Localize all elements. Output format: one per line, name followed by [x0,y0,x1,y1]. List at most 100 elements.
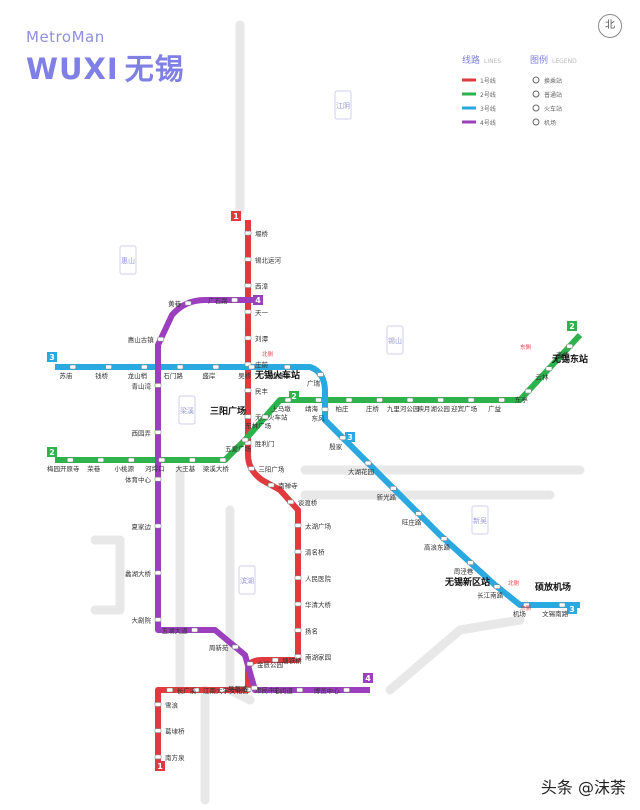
station-marker[interactable] [287,499,295,505]
station-marker[interactable] [244,283,252,288]
station-marker[interactable] [232,644,239,650]
station-marker[interactable] [294,575,302,581]
station-label: 丰润道 [273,686,293,695]
station-marker[interactable] [128,457,135,463]
station-marker[interactable] [154,754,162,760]
station-marker[interactable] [231,297,238,303]
station-marker[interactable] [244,388,252,393]
station-label: 映月湖公园 [417,404,450,413]
station-marker[interactable] [566,343,573,349]
station-marker[interactable] [343,687,350,693]
station-marker[interactable] [246,661,254,667]
metro-line-3 [55,364,580,608]
station-label: 蠡湖大桥 [125,569,152,578]
station-marker[interactable] [493,584,501,589]
station-marker[interactable] [154,476,162,482]
station-marker[interactable] [261,414,269,420]
station-marker[interactable] [523,602,530,608]
line-badge-number: 4 [255,296,261,305]
station-marker[interactable] [158,457,166,463]
station-marker[interactable] [437,397,444,403]
major-station-label: 无锡东站 [551,353,588,365]
station-marker[interactable] [176,364,184,370]
station-marker[interactable] [294,549,302,554]
station-marker[interactable] [376,397,383,403]
station-marker[interactable] [524,388,532,394]
station-marker[interactable] [294,627,302,633]
station-marker[interactable] [284,364,291,370]
station-marker[interactable] [166,687,174,693]
station-label: 文化宫 [229,686,249,695]
station-marker[interactable] [339,435,347,441]
station-label: 机场 [513,609,527,618]
station-marker[interactable] [296,687,304,693]
station-marker[interactable] [467,397,475,403]
station-label: 盛岸 [202,371,216,380]
station-marker[interactable] [212,364,220,370]
station-marker[interactable] [271,657,279,663]
station-marker[interactable] [284,397,292,403]
station-marker[interactable] [345,397,353,403]
station-label: 广瑞 [307,379,321,388]
station-marker[interactable] [315,397,322,403]
station-label: 周泾巷 [454,568,474,576]
station-marker[interactable] [364,460,372,466]
station-marker[interactable] [545,366,553,371]
station-marker[interactable] [294,523,302,528]
station-marker[interactable] [192,687,200,693]
station-label: 清名桥 [305,548,325,557]
line-badge [47,352,57,362]
station-marker[interactable] [66,457,74,463]
station-marker[interactable] [244,687,252,692]
legend-line-label: 1号线 [480,77,496,85]
station-marker[interactable] [244,335,252,341]
station-marker[interactable] [390,486,397,491]
line-badge-number: 2 [49,448,55,457]
brand-subtitle: MetroMan [26,28,105,46]
station-marker[interactable] [154,570,162,576]
station-marker[interactable] [317,372,324,377]
station-marker[interactable] [69,364,77,370]
station-marker[interactable] [467,560,474,566]
station-marker[interactable] [440,536,448,541]
station-marker[interactable] [218,687,226,693]
station-marker[interactable] [415,511,422,516]
station-marker[interactable] [154,523,162,529]
station-marker[interactable] [244,257,252,262]
station-marker[interactable] [294,654,302,659]
station-marker[interactable] [558,602,566,608]
station-marker[interactable] [244,414,252,419]
station-marker[interactable] [248,466,255,471]
station-marker[interactable] [191,627,198,633]
station-marker[interactable] [219,457,227,463]
station-label: 荣巷 [87,464,101,473]
station-marker[interactable] [157,336,165,342]
station-marker[interactable] [248,364,255,370]
station-marker[interactable] [406,397,414,403]
station-marker[interactable] [498,397,505,403]
legend-item-label: 普通站 [544,91,562,99]
station-marker[interactable] [244,230,252,236]
station-label: 查桥 [556,350,570,359]
station-label: 柏庄 [336,404,350,413]
station-marker[interactable] [267,482,275,488]
line-badge [47,447,57,457]
station-marker[interactable] [184,300,192,306]
station-marker[interactable] [141,364,148,370]
station-marker[interactable] [154,702,162,707]
station-marker[interactable] [321,407,329,412]
station-marker[interactable] [241,437,249,443]
station-marker[interactable] [97,457,105,463]
station-marker[interactable] [154,728,162,733]
station-marker[interactable] [154,617,162,623]
station-marker[interactable] [294,601,302,607]
station-marker[interactable] [154,429,162,435]
station-marker[interactable] [251,685,258,691]
station-marker[interactable] [154,383,162,388]
station-marker[interactable] [244,309,252,315]
station-marker[interactable] [189,457,196,463]
station-marker[interactable] [105,364,112,370]
station-label: 梁溪大桥 [203,464,230,473]
